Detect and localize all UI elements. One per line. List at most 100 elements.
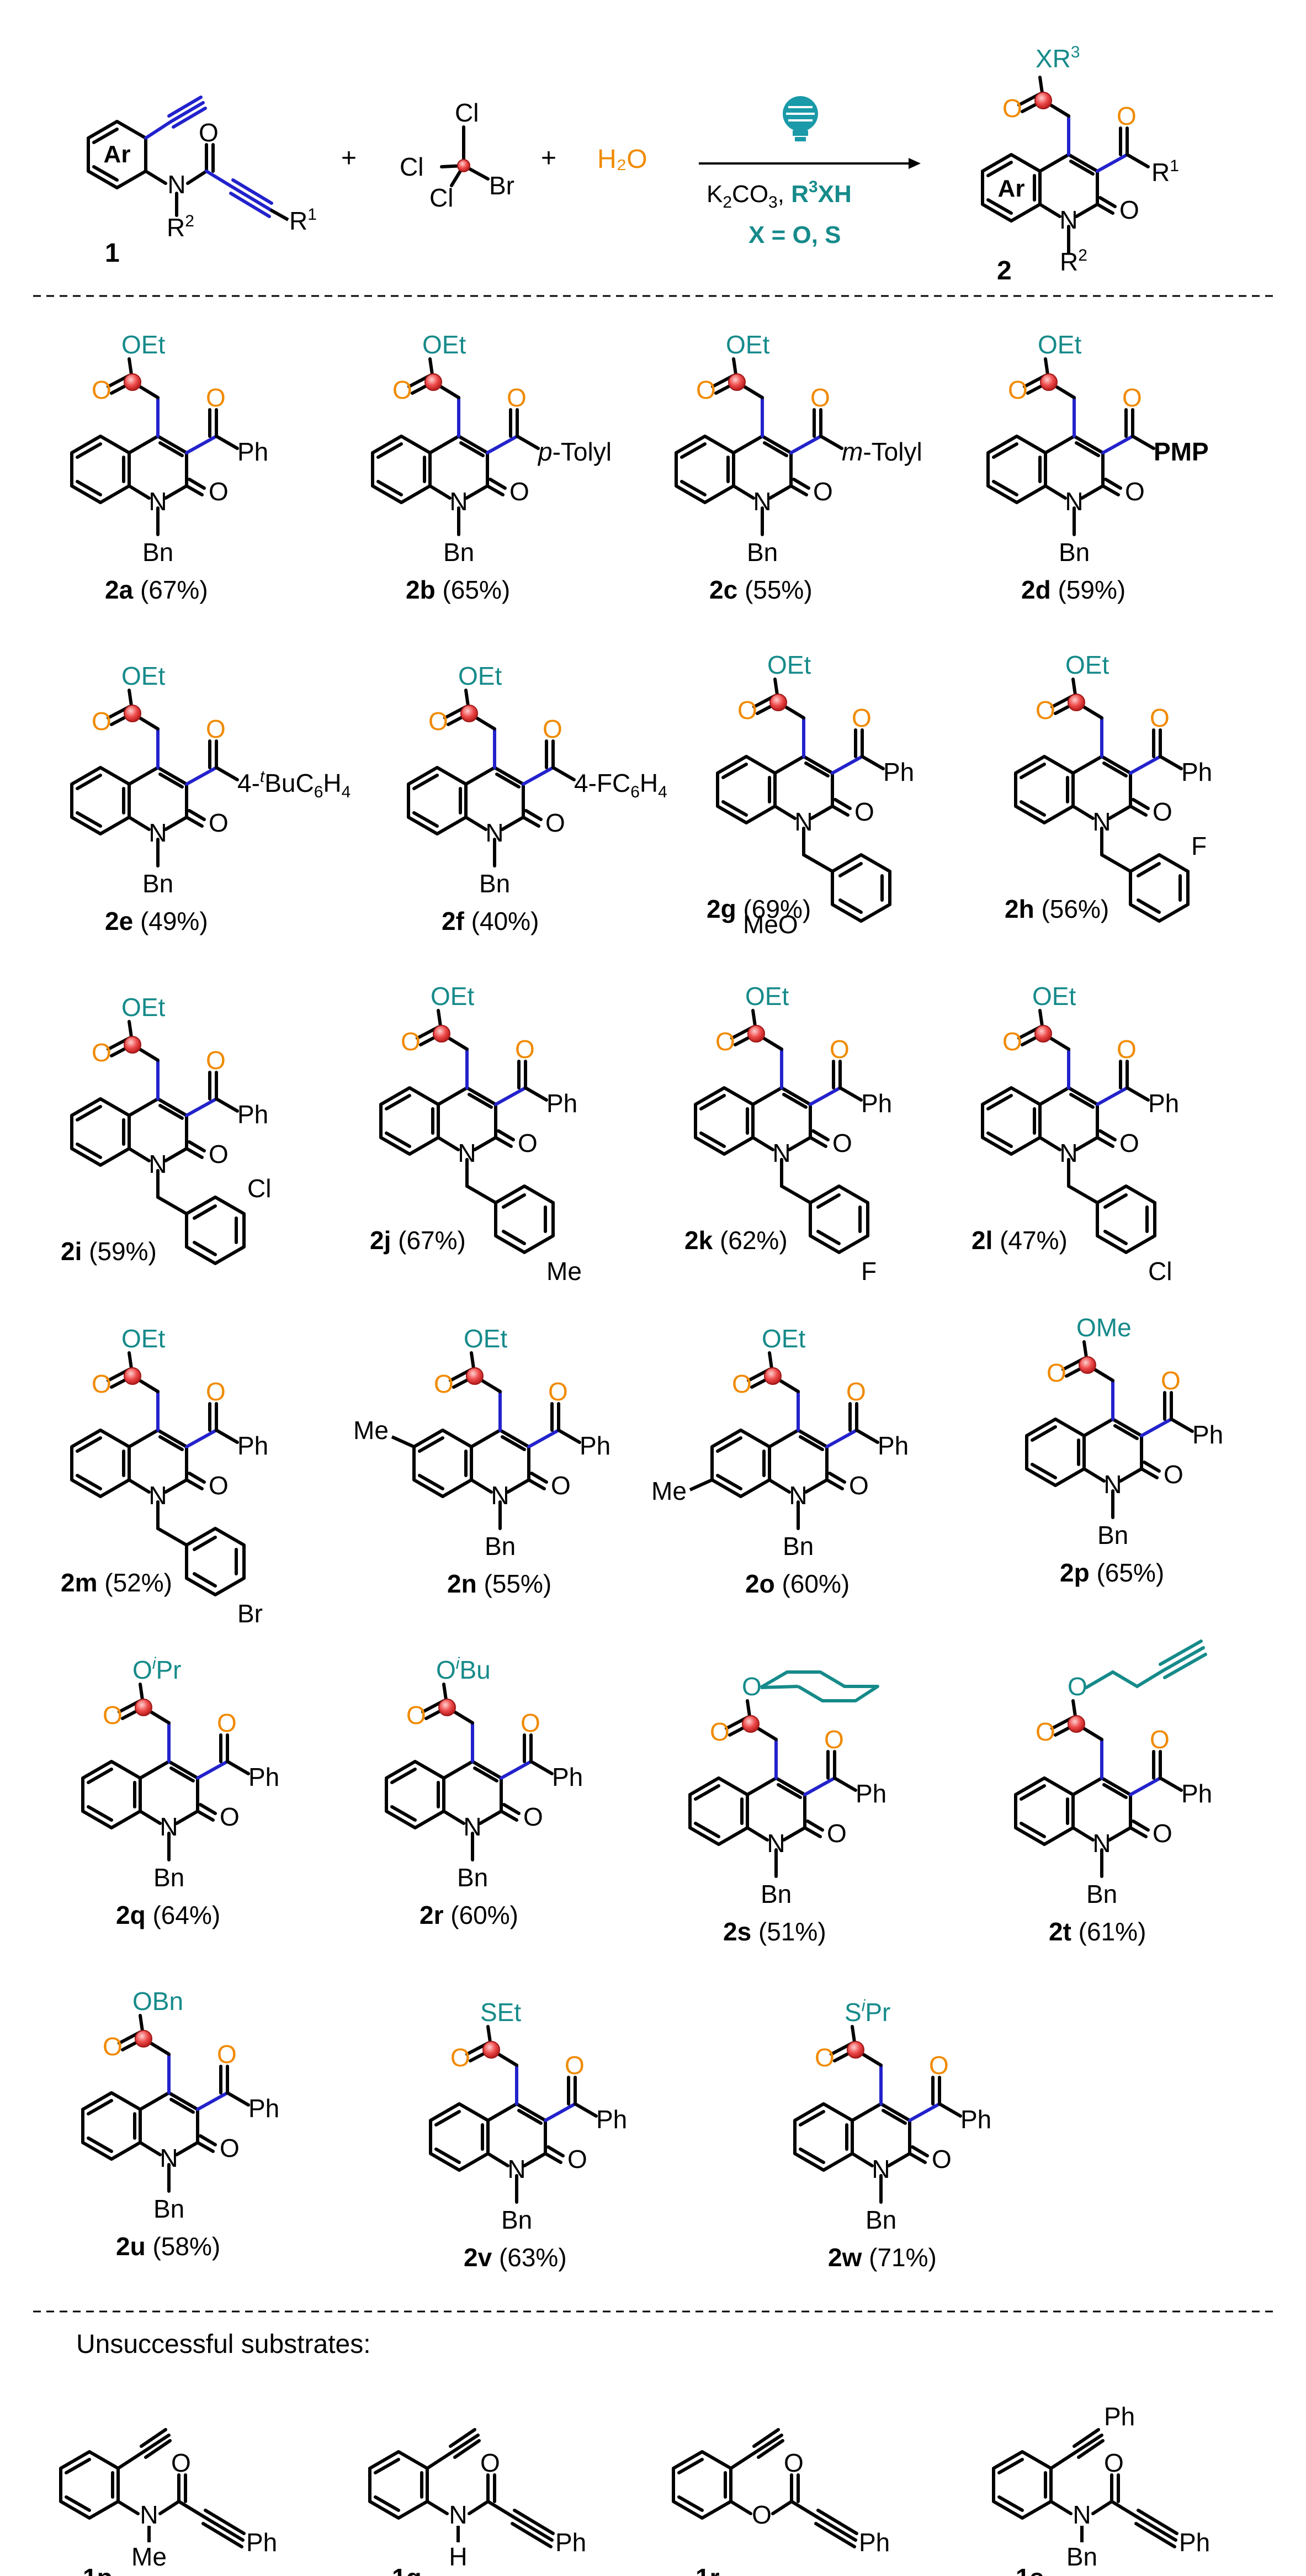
product-caption: 2f (40%) bbox=[442, 907, 539, 935]
ester-group: OEt bbox=[431, 982, 474, 1011]
r1-group: Ph bbox=[248, 2094, 279, 2123]
product-caption: 2n (55%) bbox=[447, 1569, 551, 1598]
r1-group: 4-FC6H4 bbox=[574, 769, 667, 801]
unsuccessful-substrates: NMePh1pNHPh1qOPh1rNBnPhPh1s bbox=[61, 2402, 1210, 2576]
n-substituent: Bn bbox=[747, 538, 778, 567]
n-substituent: Bn bbox=[153, 1863, 184, 1892]
r1-group: Ph bbox=[552, 1763, 583, 1791]
svg-text:R1: R1 bbox=[1151, 157, 1179, 187]
svg-text:Cl: Cl bbox=[455, 98, 479, 127]
r1-group: Ph bbox=[237, 437, 268, 466]
aryl-substituent: MeO bbox=[743, 910, 798, 939]
svg-text:Cl: Cl bbox=[400, 152, 423, 181]
substrate-label: 1s bbox=[1016, 2563, 1044, 2576]
product-caption: 2r (60%) bbox=[420, 1901, 518, 1929]
svg-text:2: 2 bbox=[997, 256, 1012, 285]
r1-group: Ph bbox=[878, 1431, 909, 1460]
n-substituent: Bn bbox=[142, 538, 173, 567]
substrate-1: Ar N O R2 R1 1 bbox=[87, 96, 317, 268]
product-2: Ar XR3 R1 R2 2 bbox=[983, 43, 1179, 285]
n-substituent: Bn bbox=[479, 869, 510, 898]
svg-text:+: + bbox=[541, 144, 556, 173]
ester-group: OiBu bbox=[436, 1654, 491, 1684]
unsuccessful-title: Unsuccessful substrates: bbox=[76, 2330, 371, 2359]
svg-text:Ar: Ar bbox=[998, 175, 1025, 202]
ester-group: O bbox=[742, 1672, 762, 1701]
r1-group: m-Tolyl bbox=[842, 437, 922, 466]
heteroatom: N bbox=[140, 2500, 158, 2529]
ester-group: OEt bbox=[121, 1324, 165, 1353]
product-caption: 2w (71%) bbox=[828, 2243, 937, 2272]
ar-label: Ar bbox=[104, 141, 131, 168]
r1-group: Ph bbox=[861, 1089, 892, 1118]
product-caption: 2u (58%) bbox=[116, 2232, 220, 2261]
substrate-label: 1q bbox=[392, 2563, 422, 2576]
substrate-label: 1r bbox=[696, 2563, 720, 2576]
n-substituent: Bn bbox=[1097, 1521, 1128, 1549]
svg-text:K2CO3, R3XH: K2CO3, R3XH bbox=[707, 178, 852, 211]
r1-group: Ph bbox=[580, 1431, 610, 1460]
ester-group: OEt bbox=[464, 1324, 507, 1353]
heteroatom: N bbox=[449, 2500, 467, 2529]
unsuccessful-1p: NMePh1p bbox=[61, 2430, 277, 2576]
n-substituent: Bn bbox=[443, 538, 474, 567]
r1-group: Ph bbox=[237, 1431, 268, 1460]
r1-group: Ph bbox=[1181, 758, 1212, 786]
ester-group: OEt bbox=[121, 993, 165, 1022]
reaction-arrow bbox=[699, 158, 921, 169]
svg-text:X = O, S: X = O, S bbox=[748, 221, 841, 248]
r1-group: Ph bbox=[883, 758, 914, 786]
ester-group: SEt bbox=[480, 1998, 521, 2027]
product-caption: 2d (59%) bbox=[1021, 575, 1126, 604]
unsuccessful-1s: NBnPhPh1s bbox=[994, 2402, 1210, 2576]
reagent-ccl3br: Cl Cl Cl Br bbox=[400, 98, 514, 212]
product-caption: 2j (67%) bbox=[370, 1226, 466, 1255]
alkyne-substituent: Ph bbox=[246, 2528, 277, 2557]
product-caption: 2v (63%) bbox=[464, 2243, 567, 2272]
product-caption: 2m (52%) bbox=[61, 1568, 172, 1597]
n-substituent: Bn bbox=[866, 2205, 896, 2234]
product-caption: 2a (67%) bbox=[105, 575, 208, 604]
r1-group: Ph bbox=[856, 1779, 886, 1808]
svg-text:Br: Br bbox=[489, 171, 514, 200]
ester-group: OEt bbox=[422, 330, 466, 359]
ester-group: OEt bbox=[121, 662, 165, 690]
aryl-substituent: F bbox=[861, 1257, 877, 1286]
product-caption: 2h (56%) bbox=[1005, 895, 1109, 923]
product-caption: 2p (65%) bbox=[1060, 1558, 1164, 1587]
product-caption: 2l (47%) bbox=[971, 1226, 1068, 1255]
aryl-substituent: F bbox=[1191, 832, 1207, 860]
reaction-header: Ar N O R2 R1 1 + Cl Cl Cl Br + H₂O bbox=[87, 43, 1179, 285]
ester-group: O bbox=[1068, 1672, 1087, 1701]
ester-group: SiPr bbox=[845, 1997, 890, 2027]
ester-group: OEt bbox=[458, 662, 502, 690]
n-substituent: Bn bbox=[1086, 1880, 1117, 1908]
r1-group: Ph bbox=[546, 1089, 577, 1118]
n-substituent: Bn bbox=[761, 1880, 792, 1908]
n-substituent: Bn bbox=[1066, 2542, 1097, 2571]
product-caption: 2o (60%) bbox=[745, 1569, 850, 1598]
heteroatom: O bbox=[752, 2500, 772, 2529]
ester-group: OMe bbox=[1076, 1313, 1132, 1342]
r1-group: 4-tBuC6H4 bbox=[237, 768, 351, 801]
r1-group: Ph bbox=[596, 2105, 627, 2134]
ester-group: OBn bbox=[132, 1987, 183, 2016]
ester-group: OEt bbox=[121, 330, 165, 359]
terminal-alkyne-substituent: Ph bbox=[1104, 2402, 1135, 2431]
